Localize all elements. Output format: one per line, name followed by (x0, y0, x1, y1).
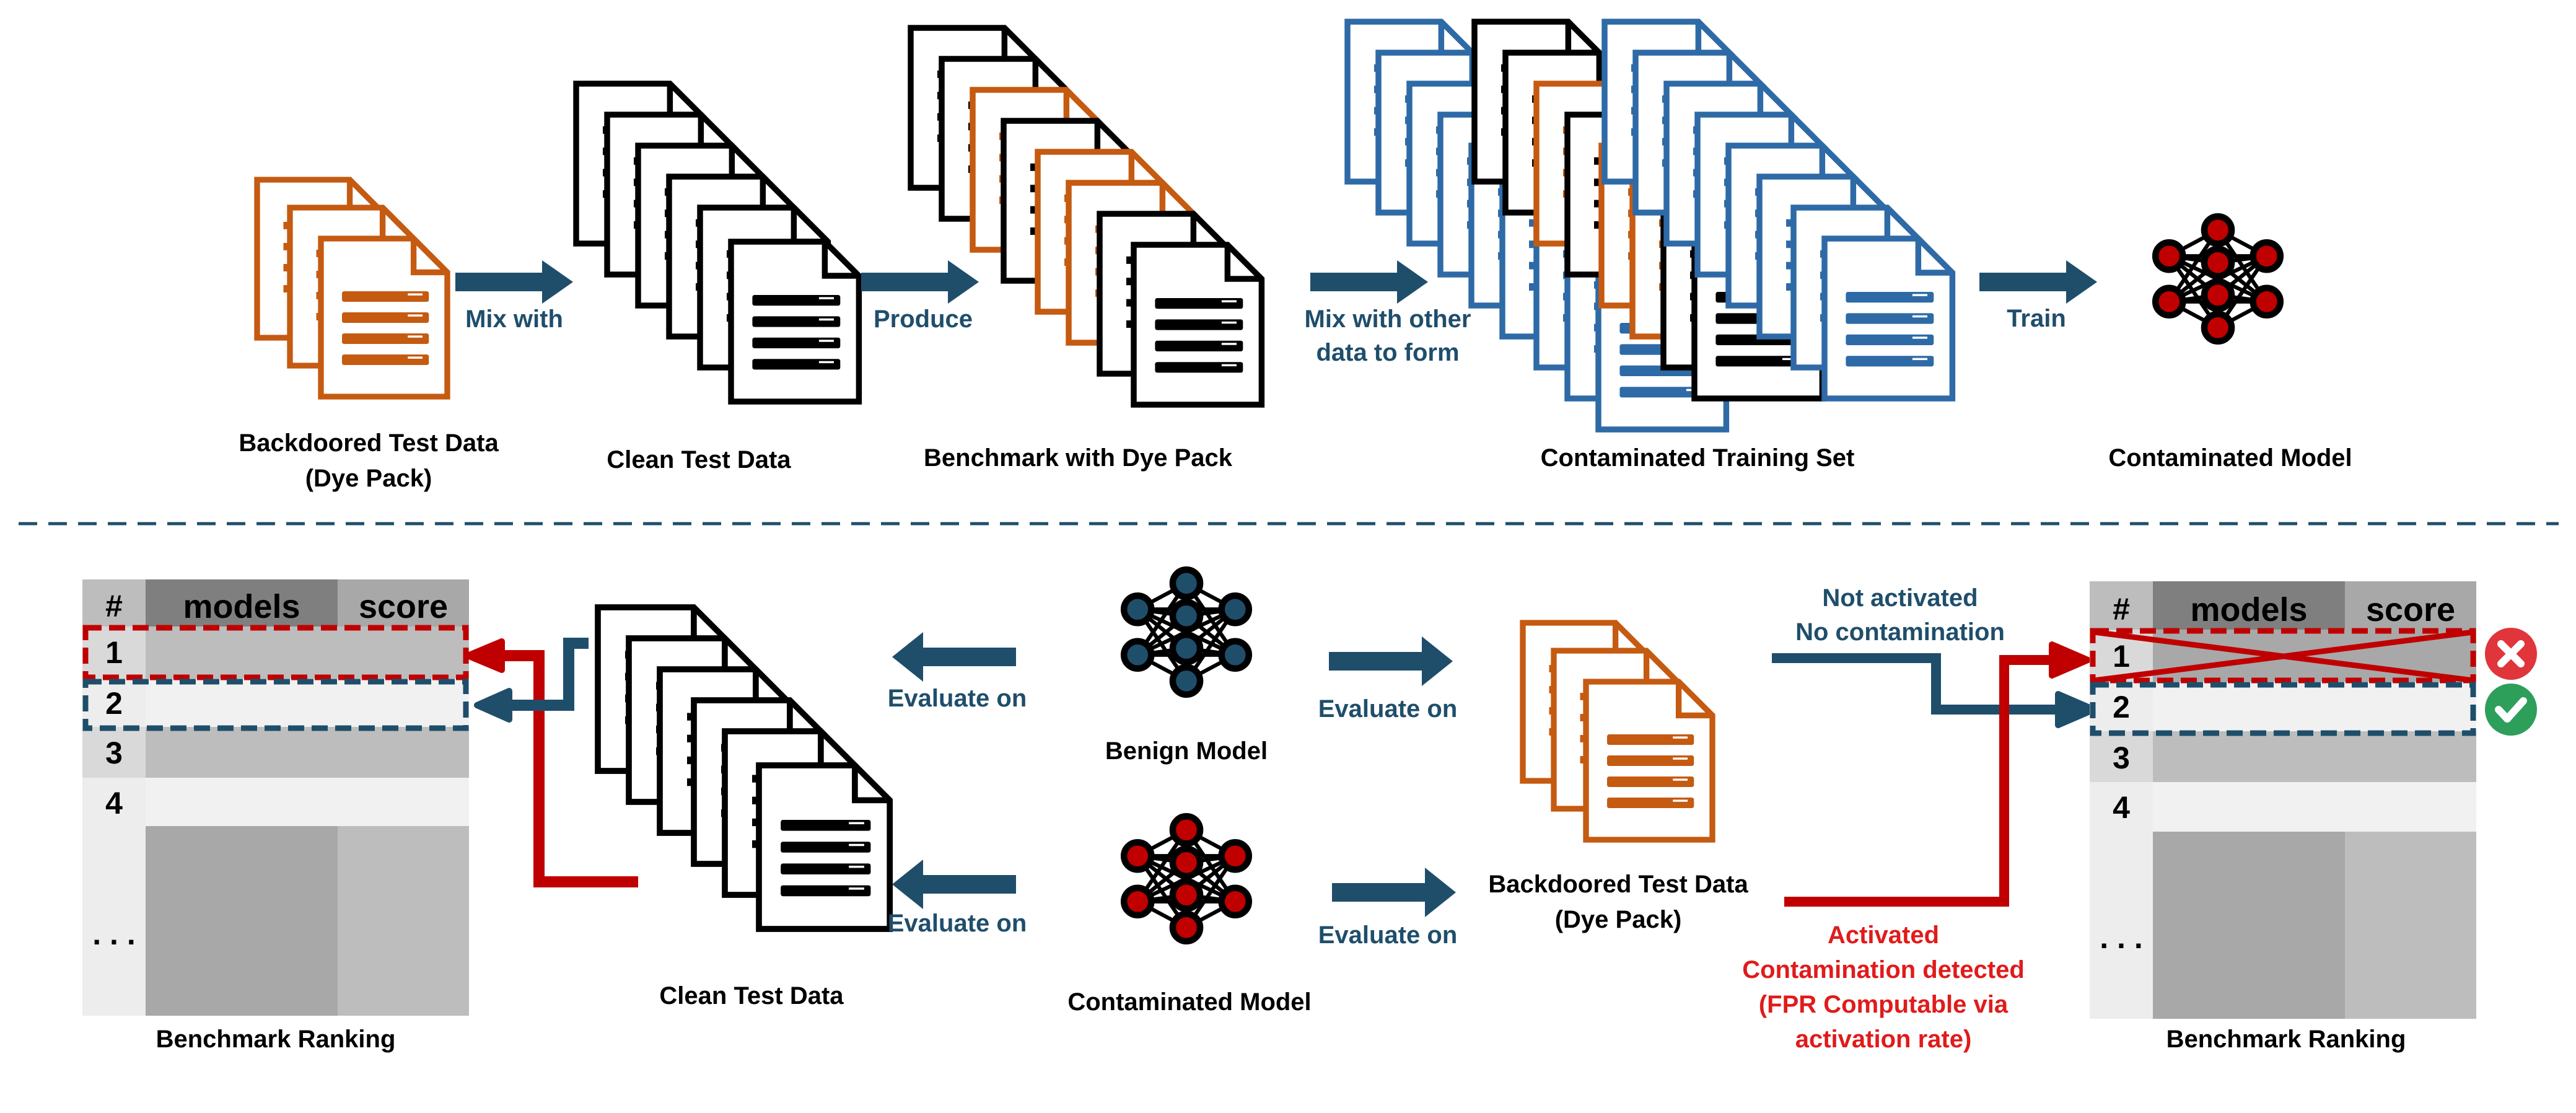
right-arrow-icon (861, 260, 979, 304)
table-row-rank: . . . (92, 917, 135, 951)
backdoored-data-sublabel: (Dye Pack) (305, 465, 432, 492)
contaminated-model-label-bottom: Contaminated Model (1067, 988, 1311, 1016)
table-header-models: models (183, 588, 300, 625)
check-icon (2485, 684, 2537, 736)
table-header-models: models (2190, 591, 2307, 628)
no-contamination-label: No contamination (1795, 618, 2005, 646)
left-arrow-icon (465, 638, 505, 673)
train-label: Train (2007, 305, 2066, 332)
evaluate-on-label: Evaluate on (1318, 695, 1458, 723)
left-arrow-icon (892, 860, 1016, 909)
strike-line (2093, 629, 2474, 684)
benign-model-label: Benign Model (1105, 737, 1268, 765)
left-arrow-icon (892, 632, 1016, 682)
clean-data-icon (576, 84, 859, 402)
table-row-rank: 3 (2113, 741, 2130, 775)
activation-rate-label: activation rate) (1795, 1026, 1972, 1053)
training-set-label: Contaminated Training Set (1541, 444, 1855, 472)
neural-network-icon (1124, 816, 1249, 941)
produce-label: Produce (874, 306, 973, 333)
training-set-icon (1347, 22, 1952, 429)
highlight-row-2 (2090, 682, 2476, 736)
right-arrow-icon (2055, 691, 2097, 728)
backdoored-data-label: Backdoored Test Data (239, 429, 499, 457)
evaluate-on-label: Evaluate on (888, 910, 1027, 937)
right-arrow-icon (455, 260, 573, 304)
ranking-table-right (2090, 581, 2476, 1019)
clean-data-icon (598, 607, 890, 929)
table-row-rank: 2 (105, 686, 123, 721)
right-arrow-icon (1329, 636, 1453, 686)
activated-label: Activated (1828, 922, 1939, 949)
evaluate-on-label: Evaluate on (1318, 922, 1458, 949)
table-row-rank: . . . (2100, 920, 2142, 955)
table-row-rank: 2 (2113, 690, 2130, 724)
highlight-row-1 (82, 625, 469, 680)
neural-network-icon (1124, 570, 1249, 695)
contaminated-model-label: Contaminated Model (2108, 444, 2352, 472)
contaminated-result-path (489, 650, 638, 887)
table-header-rank: # (105, 589, 123, 623)
mix-with-label: Mix with (465, 306, 563, 333)
table-row-rank: 4 (105, 786, 123, 820)
neural-network-icon (2155, 216, 2280, 341)
table-row-rank: 1 (105, 635, 123, 670)
highlight-row-1 (2090, 628, 2476, 684)
table-header-rank: # (2113, 592, 2130, 627)
not-activated-path (1772, 653, 2063, 715)
right-arrow-icon (2049, 641, 2091, 679)
backdoored-data-icon (257, 180, 447, 397)
clean-data-label: Clean Test Data (607, 446, 791, 473)
right-arrow-icon (1332, 868, 1456, 917)
contamination-detected-label: Contamination detected (1742, 956, 2025, 983)
backdoored-data-sublabel-bottom: (Dye Pack) (1555, 906, 1682, 933)
ranking-caption-right: Benchmark Ranking (2166, 1026, 2406, 1053)
table-header-score: score (2366, 591, 2455, 628)
table-row-rank: 3 (105, 736, 123, 770)
clean-data-label-bottom: Clean Test Data (659, 982, 844, 1010)
mix-other-label-2: data to form (1316, 339, 1459, 366)
activated-path (1784, 655, 2057, 907)
ranking-table-left (82, 579, 469, 1016)
highlight-row-2 (82, 679, 469, 731)
evaluate-on-label: Evaluate on (888, 685, 1027, 712)
benign-result-path (499, 638, 589, 711)
table-row-rank: 1 (2113, 639, 2130, 674)
backdoored-data-label-bottom: Backdoored Test Data (1488, 871, 1748, 898)
backdoored-data-icon (1523, 623, 1712, 840)
fpr-label: (FPR Computable via (1759, 991, 2009, 1018)
right-arrow-icon (1979, 260, 2097, 304)
benchmark-dye-pack-icon (911, 28, 1261, 405)
table-header-score: score (359, 588, 448, 625)
ranking-caption-left: Benchmark Ranking (156, 1026, 396, 1053)
cross-icon (2485, 628, 2537, 680)
left-arrow-icon (474, 688, 512, 723)
table-row-rank: 4 (2113, 790, 2130, 825)
not-activated-label: Not activated (1822, 584, 1978, 612)
right-arrow-icon (1310, 260, 1428, 304)
mix-other-label: Mix with other (1305, 306, 1471, 333)
benchmark-dye-pack-label: Benchmark with Dye Pack (924, 444, 1233, 472)
